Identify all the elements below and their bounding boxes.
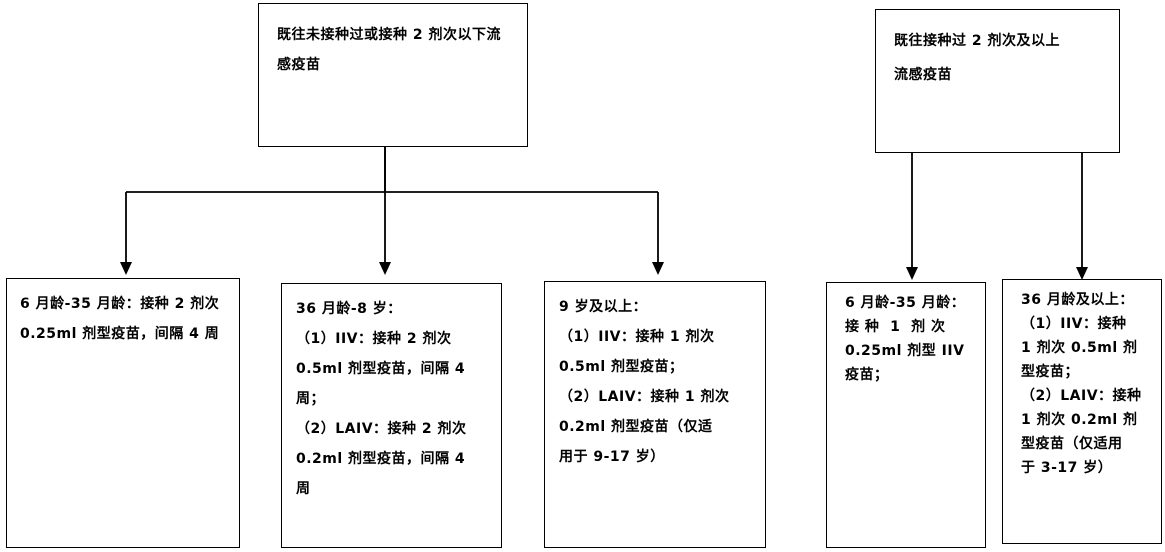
box-36m-8y-line-6: 0.2ml 剂型疫苗，间隔 4 [296, 451, 466, 467]
box-6m-35m-text: 6 月龄-35 月龄：接种 2 剂次 0.25ml 剂型疫苗，间隔 4 周 [20, 296, 225, 342]
arrow-to-box-2 [379, 262, 391, 275]
box-9y-plus-line-4: （2）LAIV：接种 1 剂次 [559, 389, 730, 405]
box-9y-plus-line-2: （1）IIV：接种 1 剂次 [559, 329, 715, 345]
arrow-to-box-5 [1076, 267, 1088, 280]
box-right-36m-plus-line-8: 于 3-17 岁） [1021, 460, 1113, 476]
top-box-text: 既往未接种过或接种 2 剂次以下流感疫苗 [277, 27, 501, 73]
arrow-to-box-3 [652, 262, 664, 275]
box-9y-plus-line-6: 用于 9-17 岁） [559, 449, 665, 465]
top-box-never-vaccinated: 既往未接种过或接种 2 剂次以下流感疫苗 [258, 3, 528, 147]
box-right-6m-35m-line-4: 疫苗； [845, 367, 889, 383]
box-right-36m-plus-line-7: 型疫苗（仅适用 [1021, 436, 1123, 452]
box-36m-8y-line-7: 周 [296, 481, 311, 497]
box-right-6m-35m-line-3: 0.25ml 剂型 IIV [845, 343, 965, 359]
top-box-right-line-1: 既往接种过 2 剂次及以上 [894, 33, 1060, 49]
box-36m-8y: 36 月龄-8 岁： （1）IIV：接种 2 剂次 0.5ml 剂型疫苗，间隔 … [281, 283, 502, 548]
box-36m-8y-line-1: 36 月龄-8 岁： [296, 301, 402, 317]
box-right-36m-plus-line-6: 1 剂次 0.2ml 剂 [1021, 412, 1138, 428]
box-right-6m-35m-line-1: 6 月龄-35 月龄： [845, 295, 966, 311]
top-box-previously-vaccinated: 既往接种过 2 剂次及以上 流感疫苗 [875, 9, 1120, 153]
box-9y-plus-line-3: 0.5ml 剂型疫苗； [559, 359, 684, 375]
box-9y-plus: 9 岁及以上： （1）IIV：接种 1 剂次 0.5ml 剂型疫苗； （2）LA… [544, 281, 766, 548]
box-6m-35m: 6 月龄-35 月龄：接种 2 剂次 0.25ml 剂型疫苗，间隔 4 周 [6, 278, 240, 548]
box-right-36m-plus-line-2: （1）IIV：接种 [1021, 316, 1127, 332]
box-right-36m-plus-line-3: 1 剂次 0.5ml 剂 [1021, 340, 1138, 356]
box-36m-8y-line-5: （2）LAIV：接种 2 剂次 [296, 421, 467, 437]
box-right-6m-35m-line-2: 接 种 1 剂 次 [845, 319, 946, 335]
box-right-36m-plus: 36 月龄及以上： （1）IIV：接种 1 剂次 0.5ml 剂 型疫苗； （2… [1002, 279, 1162, 544]
box-36m-8y-line-2: （1）IIV：接种 2 剂次 [296, 331, 452, 347]
arrow-to-box-4 [906, 267, 918, 280]
box-9y-plus-line-1: 9 岁及以上： [559, 299, 648, 315]
box-right-36m-plus-line-5: （2）LAIV：接种 [1021, 388, 1142, 404]
box-right-6m-35m: 6 月龄-35 月龄： 接 种 1 剂 次 0.25ml 剂型 IIV 疫苗； [826, 282, 986, 548]
top-box-right-line-2: 流感疫苗 [894, 67, 952, 83]
box-right-36m-plus-line-1: 36 月龄及以上： [1021, 292, 1134, 308]
box-36m-8y-line-3: 0.5ml 剂型疫苗，间隔 4 [296, 361, 466, 377]
arrow-to-box-1 [120, 262, 132, 275]
box-36m-8y-line-4: 周； [296, 391, 325, 407]
box-right-36m-plus-line-4: 型疫苗； [1021, 364, 1079, 380]
box-9y-plus-line-5: 0.2ml 剂型疫苗（仅适 [559, 419, 713, 435]
